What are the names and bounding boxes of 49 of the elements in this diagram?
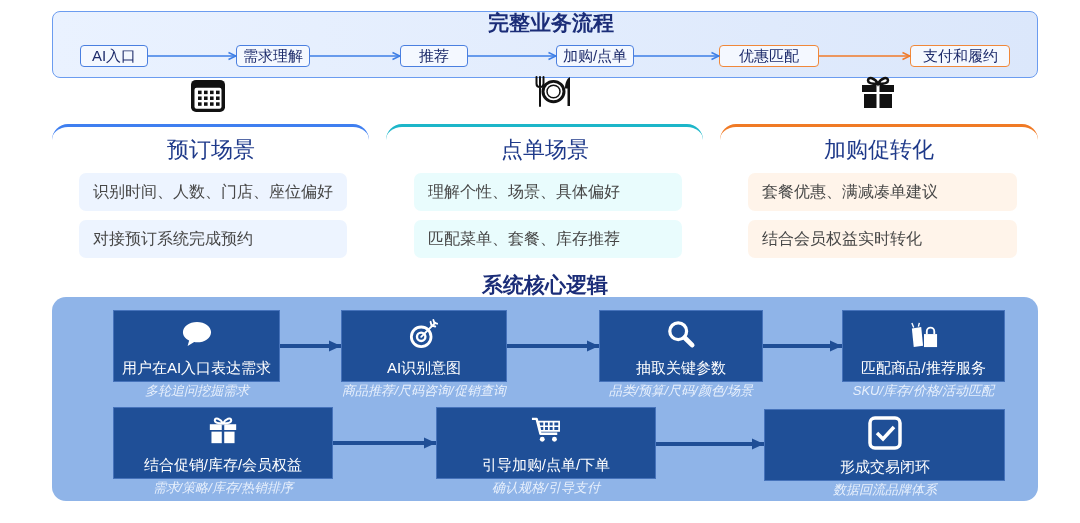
item-box: 理解个性、场景、具体偏好 [414, 173, 682, 211]
step-box: 加购/点单 [556, 45, 634, 67]
card-heading: 加购促转化 [824, 136, 934, 164]
process-band [52, 11, 1038, 78]
process-box [764, 409, 1005, 481]
process-box [842, 310, 1005, 382]
step-box: 需求理解 [236, 45, 310, 67]
item-box: 对接预订系统完成预约 [79, 220, 347, 258]
node-label: 数据回流品牌体系 [832, 482, 937, 498]
card-heading: 点单场景 [500, 136, 589, 164]
arrow [656, 438, 764, 450]
arrow [280, 340, 341, 352]
box-label: 结合促销/库存/会员权益 [143, 455, 303, 475]
box-label: 用户在AI入口表达需求 [121, 358, 272, 378]
process-box [436, 407, 656, 479]
box-label: 抽取关键参数 [636, 358, 726, 378]
node-label: 确认规格/引导支付 [492, 480, 600, 496]
process-box [599, 310, 763, 382]
band-title: 完整业务流程 [488, 11, 615, 35]
process-box [113, 407, 333, 479]
arrow [507, 340, 599, 352]
arrow [333, 437, 436, 449]
item-box: 套餐优惠、满减凑单建议 [748, 173, 1017, 211]
node-label: 品类/预算/尺码/颜色/场景 [608, 383, 754, 399]
arrow [147, 51, 237, 61]
process-box [341, 310, 507, 382]
arrow [467, 51, 557, 61]
arrow [763, 340, 842, 352]
item-box: 结合会员权益实时转化 [748, 220, 1017, 258]
step-box: 支付和履约 [910, 45, 1010, 67]
arrow [309, 51, 401, 61]
node-label: 需求/策略/库存/热销排序 [152, 480, 294, 496]
step-box: 优惠匹配 [719, 45, 819, 67]
box-label: 形成交易闭环 [839, 457, 930, 477]
box-label: 引导加购/点单/下单 [481, 455, 611, 475]
node-label: 商品推荐/尺码咨询/促销查询 [342, 383, 506, 399]
item-box: 识别时间、人数、门店、座位偏好 [79, 173, 347, 211]
box-label: AI识别意图 [386, 358, 462, 378]
arrow [633, 51, 720, 61]
section-title: 系统核心逻辑 [482, 272, 608, 297]
box-label: 匹配商品/推荐服务 [861, 358, 986, 378]
node-label: 多轮追问挖掘需求 [144, 383, 249, 399]
step-box: 推荐 [400, 45, 468, 67]
item-box: 匹配菜单、套餐、库存推荐 [414, 220, 682, 258]
arrow [818, 51, 911, 61]
node-label: SKU/库存/价格/活动匹配 [852, 383, 995, 399]
card-heading: 预订场景 [166, 136, 255, 164]
step-box: AI入口 [80, 45, 148, 67]
process-box [113, 310, 280, 382]
